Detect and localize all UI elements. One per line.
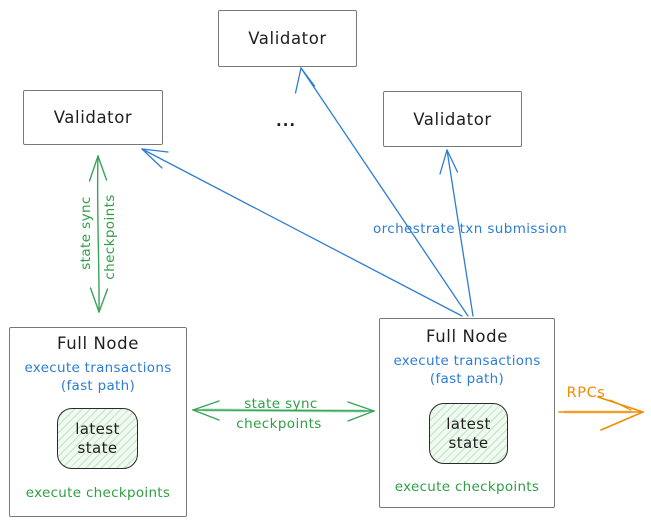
rpcs-arrow [558, 396, 644, 431]
left-state-sync-label-line2: checkpoints [102, 194, 118, 280]
full-node-left-title: Full Node [57, 334, 139, 353]
validators-ellipsis: ... [276, 112, 297, 130]
mid-state-sync-label-line2: checkpoints [236, 416, 322, 432]
validator-top-label: Validator [248, 29, 327, 48]
full-node-left-exec-line1: execute transactions [24, 360, 172, 376]
validator-top-box: Validator [218, 10, 357, 67]
full-node-right-latest-state-box: latest state [429, 403, 508, 464]
full-node-right-title: Full Node [426, 327, 508, 346]
full-node-left-latest-state-box: latest state [57, 408, 138, 469]
full-node-right-footer: execute checkpoints [394, 479, 540, 495]
latest-state-line1: latest [75, 419, 120, 438]
orchestrate-arrows [141, 67, 474, 317]
validator-left-box: Validator [23, 90, 163, 145]
mid-state-sync-label-line1: state sync [244, 396, 318, 412]
latest-state-line2: state [77, 438, 118, 457]
full-node-left-exec-line2: (fast path) [60, 378, 136, 394]
full-node-right-exec-line2: (fast path) [429, 371, 505, 387]
validator-right-box: Validator [383, 91, 522, 147]
blue-arrow-to-left-validator [141, 148, 463, 317]
full-node-right-exec-line1: execute transactions [393, 353, 541, 369]
latest-state-line2: state [448, 433, 489, 452]
blue-arrow-to-right-validator [446, 149, 474, 317]
blue-arrow-to-top-validator [300, 67, 469, 317]
state-sync-horizontal-arrow [192, 400, 375, 422]
orchestrate-label: orchestrate txn submission [372, 221, 568, 237]
full-node-left-box: Full Node execute transactions (fast pat… [9, 327, 187, 517]
left-state-sync-label-line1: state sync [78, 196, 94, 270]
state-sync-vertical-arrow [88, 155, 109, 313]
validator-right-label: Validator [413, 109, 492, 129]
latest-state-line1: latest [446, 414, 491, 433]
validator-left-label: Validator [53, 108, 133, 127]
full-node-right-box: Full Node execute transactions (fast pat… [379, 318, 555, 508]
rpcs-label: RPCs [566, 385, 606, 401]
full-node-left-footer: execute checkpoints [25, 485, 171, 501]
